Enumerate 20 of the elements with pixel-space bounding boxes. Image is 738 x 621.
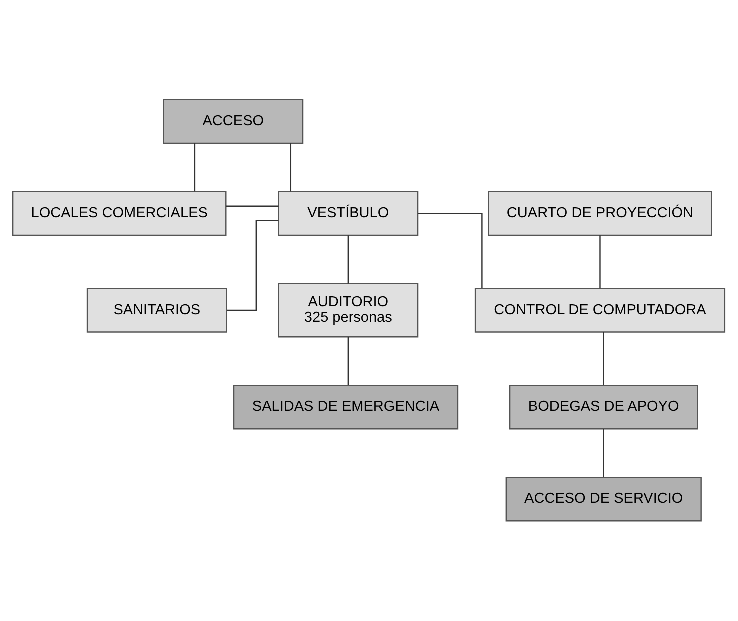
node-box: CUARTO DE PROYECCIÓN [488, 191, 712, 236]
connector [603, 429, 604, 478]
connector [227, 220, 279, 312]
node-box: CONTROL DE COMPUTADORA [474, 288, 726, 333]
node-box: ACCESO [163, 99, 304, 144]
connector [600, 236, 601, 289]
node-box: LOCALES COMERCIALES [12, 191, 227, 236]
connector [226, 206, 279, 207]
node-box: VESTÍBULO [278, 191, 419, 236]
node-box: BODEGAS DE APOYO [509, 384, 698, 430]
connector [603, 332, 604, 386]
connector [348, 236, 350, 284]
connector [348, 337, 350, 386]
node-box: SALIDAS DE EMERGENCIA [233, 384, 459, 430]
connector [194, 143, 196, 192]
node-box: ACCESO DE SERVICIO [506, 476, 702, 522]
connector [290, 143, 292, 192]
node-box: AUDITORIO 325 personas [278, 283, 419, 338]
node-box: SANITARIOS [86, 288, 228, 333]
connector [418, 213, 483, 289]
